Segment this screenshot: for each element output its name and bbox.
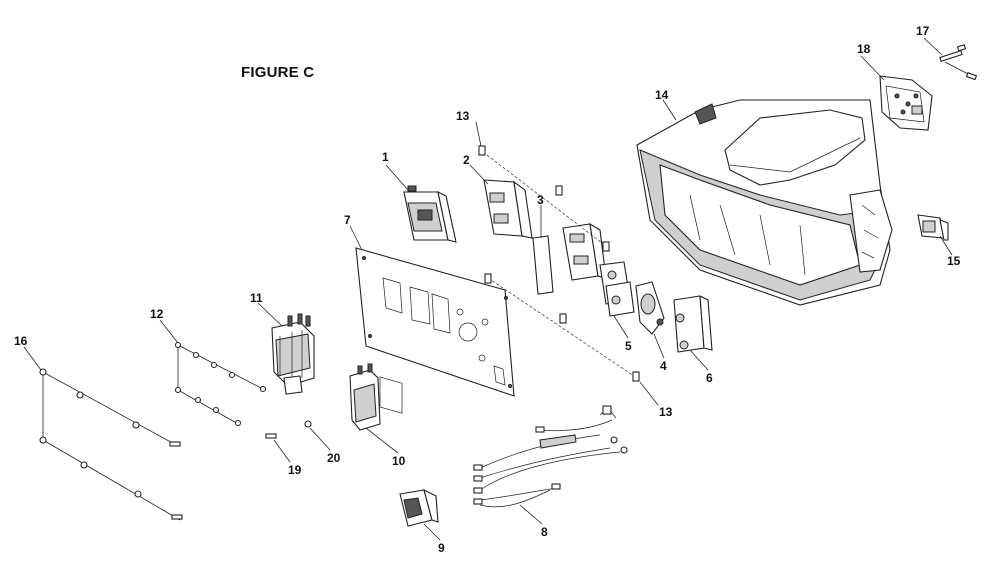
part-13-clips [478,145,640,382]
callout-6: 6 [706,371,713,385]
callout-17: 17 [916,24,930,38]
part-8-harness [473,405,628,508]
part-3-plate [532,222,607,295]
callout-16: 16 [14,334,28,348]
callout-5: 5 [625,339,632,353]
callout-13-bottom: 13 [659,405,673,419]
callout-8: 8 [541,525,548,539]
leader-lines [23,37,953,541]
callout-7: 7 [344,213,351,227]
callout-20: 20 [327,451,341,465]
part-2-outlet [483,179,533,239]
part-15-receptacle [917,214,949,241]
part-10-module [349,363,381,431]
callout-15: 15 [947,254,961,268]
part-12-screws [174,341,267,427]
callout-3: 3 [537,193,544,207]
callout-2: 2 [463,153,470,167]
part-5-breaker [599,261,635,317]
part-7-panel [355,247,515,414]
part-16-bolts [39,368,183,521]
part-18-board [879,75,933,131]
callout-4: 4 [660,359,667,373]
callout-12: 12 [150,307,164,321]
callout-14: 14 [655,88,669,102]
figure-title: FIGURE C [241,64,315,81]
part-9-switch [399,488,439,527]
part-1-meter [403,185,457,243]
part-19-screw [265,433,277,439]
callout-9: 9 [438,541,445,555]
callout-labels: 1 2 3 4 5 6 7 8 9 10 11 12 13 13 14 15 1… [14,24,961,555]
callout-11: 11 [250,291,263,305]
part-17-pins [939,44,978,81]
part-14-housing [636,99,893,306]
part-6-switch [673,295,713,353]
callout-1: 1 [382,150,389,164]
callout-13-top: 13 [456,109,470,123]
part-11-module [271,313,315,395]
callout-19: 19 [288,463,302,477]
part-20-nut [304,420,312,428]
part-4-breaker [635,281,665,335]
callout-10: 10 [392,454,406,468]
callout-18: 18 [857,42,871,56]
